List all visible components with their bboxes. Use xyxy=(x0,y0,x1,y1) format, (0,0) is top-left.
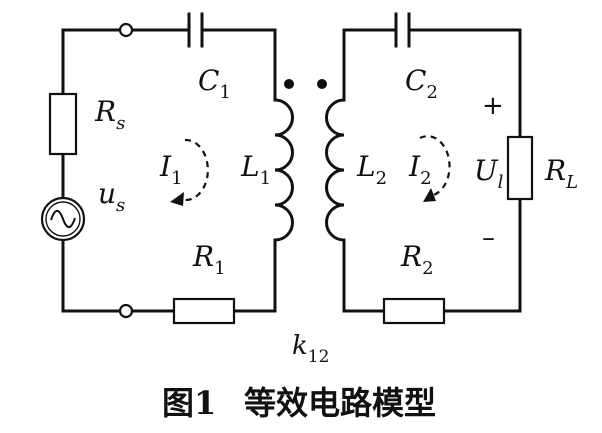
capacitor-c1 xyxy=(187,12,204,48)
current-arrowhead-i1 xyxy=(170,192,184,206)
label-rl: RL xyxy=(544,154,578,193)
inductor-l2 xyxy=(325,98,346,242)
polarity-plus: + xyxy=(482,91,504,121)
polarity-dot-l1 xyxy=(284,79,294,89)
resistor-rl xyxy=(506,135,534,201)
polarity-minus: – xyxy=(482,223,495,253)
figure-caption-title: 等效电路模型 xyxy=(244,384,436,422)
label-i2: I2 xyxy=(408,150,432,189)
resistor-r1 xyxy=(172,297,236,325)
label-r2: R2 xyxy=(400,240,434,279)
terminal-top xyxy=(118,22,134,38)
label-l1: L1 xyxy=(240,150,271,189)
label-r1: R1 xyxy=(192,240,226,279)
resistor-r2 xyxy=(382,297,446,325)
label-us: us xyxy=(98,177,125,216)
terminal-bottom xyxy=(118,303,134,319)
label-l2: L2 xyxy=(356,150,387,189)
capacitor-c2 xyxy=(394,12,411,48)
primary-circuit xyxy=(40,12,294,325)
label-i1: I1 xyxy=(159,150,183,189)
inductor-l1 xyxy=(273,98,294,242)
resistor-rs xyxy=(48,92,78,156)
label-c1: C1 xyxy=(198,64,231,103)
label-k12: k12 xyxy=(292,331,329,367)
label-c2: C2 xyxy=(405,64,438,103)
ac-source-us xyxy=(40,196,86,242)
label-ul: Ul xyxy=(474,154,504,193)
figure-caption-number: 图1 xyxy=(162,384,216,422)
current-loop-i1 xyxy=(177,138,209,202)
polarity-dot-l2 xyxy=(317,79,327,89)
label-rs: Rs xyxy=(94,95,125,134)
current-arrowhead-i2 xyxy=(423,188,436,202)
secondary-circuit xyxy=(325,12,534,325)
